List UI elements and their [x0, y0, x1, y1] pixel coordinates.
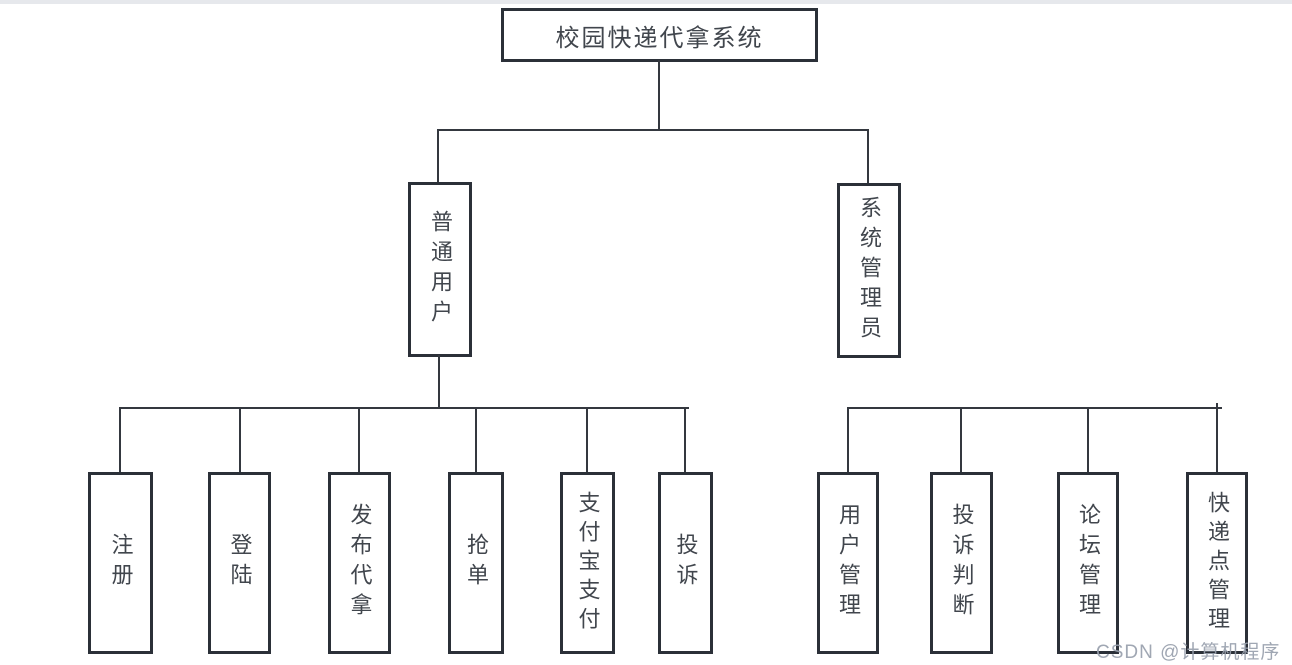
- leaf-node-login: 登陆: [208, 472, 271, 654]
- connector-drop-alipay-payment: [586, 407, 588, 472]
- connector-drop-login: [239, 407, 241, 472]
- connector-branch-bus: [437, 129, 869, 131]
- page-top-border: [0, 0, 1292, 4]
- leaf-node-publish-pickup: 发布代拿: [328, 472, 391, 654]
- leaf-node-pickup-point-management: 快递点管理: [1186, 472, 1248, 654]
- leaf-node-label: 快递点管理: [1205, 490, 1230, 636]
- csdn-watermark: CSDN @计算机程序: [1096, 642, 1281, 663]
- leaf-node-alipay-payment: 支付宝支付: [560, 472, 615, 654]
- connector-ordinary-user-down: [438, 355, 440, 409]
- leaf-node-register: 注册: [88, 472, 153, 654]
- branch-node-label: 普通用户: [428, 209, 453, 330]
- leaf-node-label: 抢单: [464, 533, 489, 593]
- connector-drop-user-management: [847, 407, 849, 472]
- leaf-node-label: 发布代拿: [347, 503, 373, 623]
- branch-node-label: 系统管理员: [857, 195, 882, 346]
- root-node-campus-express-system: 校园快递代拿系统: [501, 8, 818, 62]
- leaf-node-label: 投诉: [673, 533, 699, 593]
- connector-right-leaf-bus: [848, 407, 1222, 409]
- leaf-node-label: 支付宝支付: [575, 490, 601, 636]
- root-node-label: 校园快递代拿系统: [555, 24, 764, 52]
- leaf-node-label: 用户管理: [836, 503, 861, 623]
- leaf-node-label: 登陆: [227, 533, 253, 593]
- branch-node-ordinary-user: 普通用户: [408, 182, 472, 357]
- leaf-node-complaint: 投诉: [658, 472, 713, 654]
- leaf-node-grab-order: 抢单: [448, 472, 504, 654]
- leaf-node-label: 投诉判断: [949, 503, 975, 623]
- connector-left-leaf-bus: [119, 407, 689, 409]
- connector-to-ordinary-user: [437, 129, 439, 182]
- leaf-node-label: 注册: [108, 533, 134, 593]
- connector-drop-complaint: [684, 407, 686, 472]
- connector-drop-publish-pickup: [358, 407, 360, 472]
- connector-drop-register: [119, 407, 121, 472]
- connector-to-system-admin: [867, 129, 869, 183]
- connector-drop-pickup-point-management: [1216, 403, 1218, 472]
- leaf-node-forum-management: 论坛管理: [1057, 472, 1119, 654]
- connector-drop-complaint-judgment: [960, 407, 962, 472]
- connector-root-vertical: [658, 60, 660, 131]
- connector-drop-forum-management: [1087, 407, 1089, 472]
- leaf-node-user-management: 用户管理: [817, 472, 879, 654]
- branch-node-system-admin: 系统管理员: [837, 183, 901, 358]
- leaf-node-label: 论坛管理: [1076, 503, 1101, 623]
- leaf-node-complaint-judgment: 投诉判断: [930, 472, 993, 654]
- connector-drop-grab-order: [475, 407, 477, 472]
